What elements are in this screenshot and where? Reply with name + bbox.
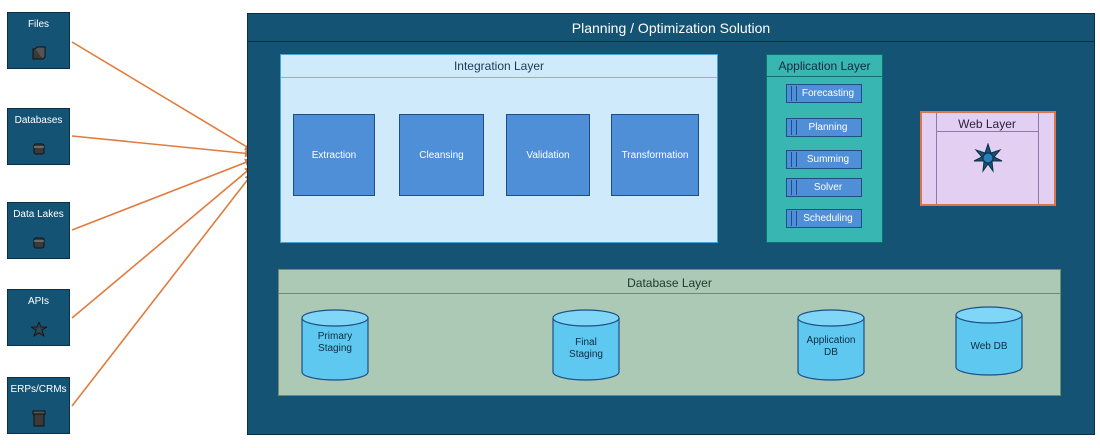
gear-icon	[973, 143, 1003, 173]
database-icon	[33, 143, 44, 155]
web-title: Web Layer	[958, 117, 1016, 131]
web-layer-side-left	[936, 113, 937, 204]
file-icon	[32, 46, 45, 60]
module-planning: Planning	[786, 118, 862, 137]
arrow-apis-to-integration	[71, 166, 253, 319]
database-icon	[33, 237, 44, 249]
arrow-datalakes-to-integration	[71, 158, 253, 231]
web-divider	[937, 131, 1038, 132]
gear-icon	[30, 322, 47, 337]
solution-title: Planning / Optimization Solution	[571, 20, 771, 36]
module-summing: Summing	[786, 150, 862, 169]
source-label: Databases	[14, 115, 63, 126]
db-web	[955, 306, 1023, 376]
source-apis: APIs	[7, 289, 70, 346]
step-validation: Validation	[506, 114, 590, 196]
solution-divider	[248, 41, 1094, 42]
source-data-lakes: Data Lakes	[7, 202, 70, 259]
module-forecasting: Forecasting	[786, 84, 862, 103]
db-label-final-staging: Final Staging	[569, 337, 603, 360]
source-databases: Databases	[7, 108, 70, 165]
source-label: Files	[27, 19, 50, 30]
step-cleansing: Cleansing	[399, 114, 484, 196]
source-label: Data Lakes	[13, 209, 64, 220]
db-primary-staging	[301, 309, 369, 381]
arrow-databases-to-integration	[71, 135, 253, 158]
integration-divider	[281, 77, 717, 78]
source-label: ERPs/CRMs	[10, 384, 67, 395]
database-title: Database Layer	[627, 276, 712, 290]
arrow-files-to-integration	[71, 41, 253, 151]
document-icon	[32, 410, 45, 427]
arrow-erps-to-integration	[71, 173, 253, 407]
source-files: Files	[7, 12, 70, 69]
db-label-web: Web DB	[970, 341, 1008, 352]
module-solver: Solver	[786, 178, 862, 197]
application-title: Application Layer	[778, 59, 871, 73]
database-layer	[278, 269, 1061, 396]
application-divider	[767, 76, 882, 77]
source-label: APIs	[27, 296, 50, 307]
step-extraction: Extraction	[293, 114, 375, 196]
integration-title: Integration Layer	[453, 59, 545, 73]
db-final-staging	[552, 309, 620, 381]
db-label-application: Application DB	[806, 335, 856, 358]
web-layer-side-right	[1038, 113, 1039, 204]
source-erps-crms: ERPs/CRMs	[7, 377, 70, 434]
database-divider	[279, 293, 1060, 294]
step-transformation: Transformation	[611, 114, 699, 196]
module-scheduling: Scheduling	[786, 209, 862, 228]
db-label-primary-staging: Primary Staging	[317, 331, 353, 354]
db-application	[797, 309, 865, 381]
